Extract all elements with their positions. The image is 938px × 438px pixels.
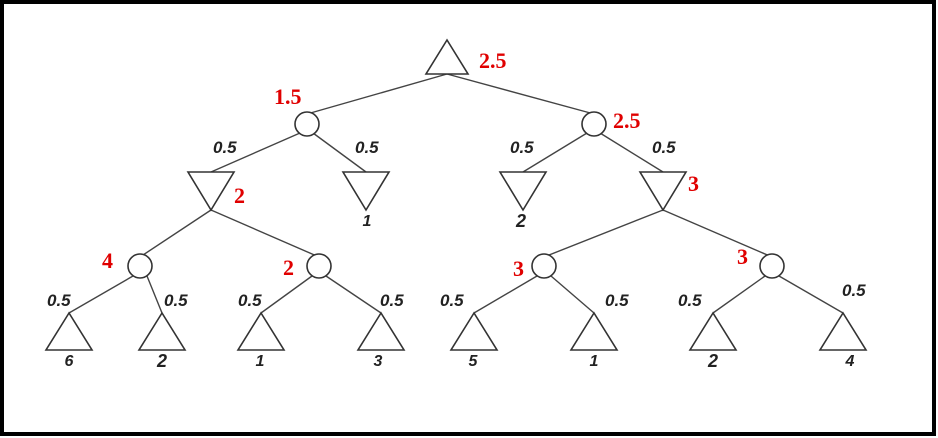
edge-m1-c4	[210, 209, 320, 258]
prob-c6-left: 0.5	[678, 291, 702, 310]
prob-c3-right: 0.5	[164, 291, 188, 310]
edge-c1-m1	[210, 132, 301, 173]
prob-c6-right: 0.5	[842, 281, 866, 300]
chance-node-c4	[306, 253, 332, 279]
leaf-node-l5	[449, 311, 499, 351]
chance-node-c2	[581, 111, 607, 137]
edge-c5-l6	[550, 275, 595, 314]
edge-c5-l5	[473, 275, 538, 314]
chance-value-c5: 3	[513, 256, 524, 281]
min-node-m1	[186, 171, 236, 212]
chance-value-c6: 3	[737, 244, 748, 269]
edge-m4-c6	[662, 209, 773, 258]
edge-c6-l8	[778, 275, 844, 314]
edge-root-c2	[446, 73, 595, 115]
leaf-value-l1: 6	[65, 353, 74, 370]
edge-c2-m4	[599, 132, 664, 173]
chance-value-c1: 1.5	[274, 84, 302, 109]
prob-c2-left: 0.5	[510, 138, 534, 157]
leaf-nodes	[44, 311, 868, 351]
edge-c3-l1	[68, 275, 134, 314]
chance-nodes	[127, 111, 785, 279]
min-nodes	[186, 171, 688, 212]
prob-c2-right: 0.5	[652, 138, 676, 157]
tree-edges	[68, 73, 844, 314]
edge-c2-m3	[522, 132, 588, 173]
min-node-m4	[638, 171, 688, 212]
leaf-value-l3: 1	[256, 353, 265, 370]
chance-node-c6	[759, 253, 785, 279]
min-node-m3	[498, 171, 548, 212]
leaf-node-l8	[818, 311, 868, 351]
leaf-value-l8: 4	[845, 353, 855, 370]
root-max-node	[424, 38, 470, 75]
root-value: 2.5	[479, 48, 507, 73]
prob-c5-left: 0.5	[440, 291, 464, 310]
leaf-node-l2	[137, 311, 187, 351]
prob-c3-left: 0.5	[47, 291, 71, 310]
chance-node-c5	[531, 253, 557, 279]
edge-m4-c5	[543, 209, 664, 258]
min-value-m1: 2	[234, 183, 245, 208]
edge-c4-l4	[325, 275, 382, 314]
chance-node-c1	[294, 111, 320, 137]
prob-c5-right: 0.5	[605, 291, 629, 310]
leaf-node-l4	[356, 311, 406, 351]
edge-root-c1	[306, 73, 448, 115]
min-leaf-value-m3: 2	[515, 211, 526, 231]
leaf-value-l5: 5	[469, 353, 479, 370]
edge-m1-c3	[139, 209, 212, 258]
edge-c3-l2	[146, 275, 163, 314]
leaf-value-l7: 2	[707, 351, 718, 371]
leaf-node-l1	[44, 311, 94, 351]
min-node-m2	[341, 171, 391, 212]
leaf-node-l3	[236, 311, 286, 351]
leaf-node-l7	[688, 311, 738, 351]
node-values: 2.5 1.5 2.5 4 2 3 3 2 3	[102, 48, 748, 281]
edge-c6-l7	[712, 275, 766, 314]
probability-labels: 0.5 0.5 0.5 0.5 0.5 0.5 0.5 0.5 0.5 0.5 …	[47, 138, 866, 310]
leaf-value-l4: 3	[374, 353, 383, 370]
prob-c4-right: 0.5	[380, 291, 404, 310]
edge-c4-l3	[260, 275, 313, 314]
leaf-value-l2: 2	[156, 351, 167, 371]
chance-node-c3	[127, 253, 153, 279]
chance-value-c3: 4	[102, 248, 113, 273]
prob-c1-left: 0.5	[213, 138, 237, 157]
prob-c1-right: 0.5	[355, 138, 379, 157]
min-leaf-value-m2: 1	[363, 213, 372, 230]
leaf-values: 1 2 6 2 1 3 5 1 2 4	[65, 211, 855, 371]
chance-value-c4: 2	[283, 255, 294, 280]
leaf-node-l6	[569, 311, 619, 351]
min-value-m4: 3	[688, 171, 699, 196]
chance-value-c2: 2.5	[613, 108, 641, 133]
prob-c4-left: 0.5	[238, 291, 262, 310]
leaf-value-l6: 1	[590, 353, 599, 370]
edge-c1-m2	[312, 132, 367, 173]
